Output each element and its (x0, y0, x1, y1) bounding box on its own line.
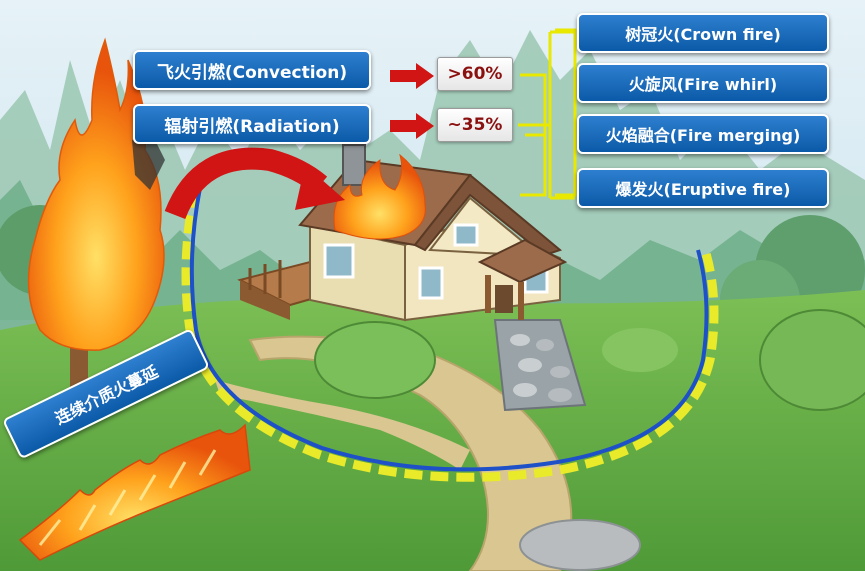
radiation-label: 辐射引燃(Radiation) (133, 104, 371, 144)
phenomena-bracket (518, 30, 575, 200)
convection-percentage: >60% (437, 57, 513, 91)
ground-flames (18, 423, 251, 561)
house-illustration (237, 144, 568, 322)
eruptive-fire-label: 爆发火(Eruptive fire) (577, 168, 829, 208)
radiation-percentage: ~35% (437, 108, 513, 142)
radiation-curved-arrow (164, 147, 345, 220)
burning-tree (27, 37, 165, 390)
bracket (520, 28, 577, 197)
roof-flames (333, 153, 426, 240)
convection-arrow (390, 63, 434, 89)
shrubs (314, 309, 865, 571)
stone-walkway (493, 319, 587, 412)
crown-fire-label: 树冠火(Crown fire) (577, 13, 829, 53)
dirt-path-branch (215, 380, 470, 470)
fire-merging-label: 火焰融合(Fire merging) (577, 114, 829, 154)
radiation-arrow (390, 113, 434, 139)
convection-label: 飞火引燃(Convection) (133, 50, 371, 90)
fire-whirl-label: 火旋风(Fire whirl) (577, 63, 829, 103)
